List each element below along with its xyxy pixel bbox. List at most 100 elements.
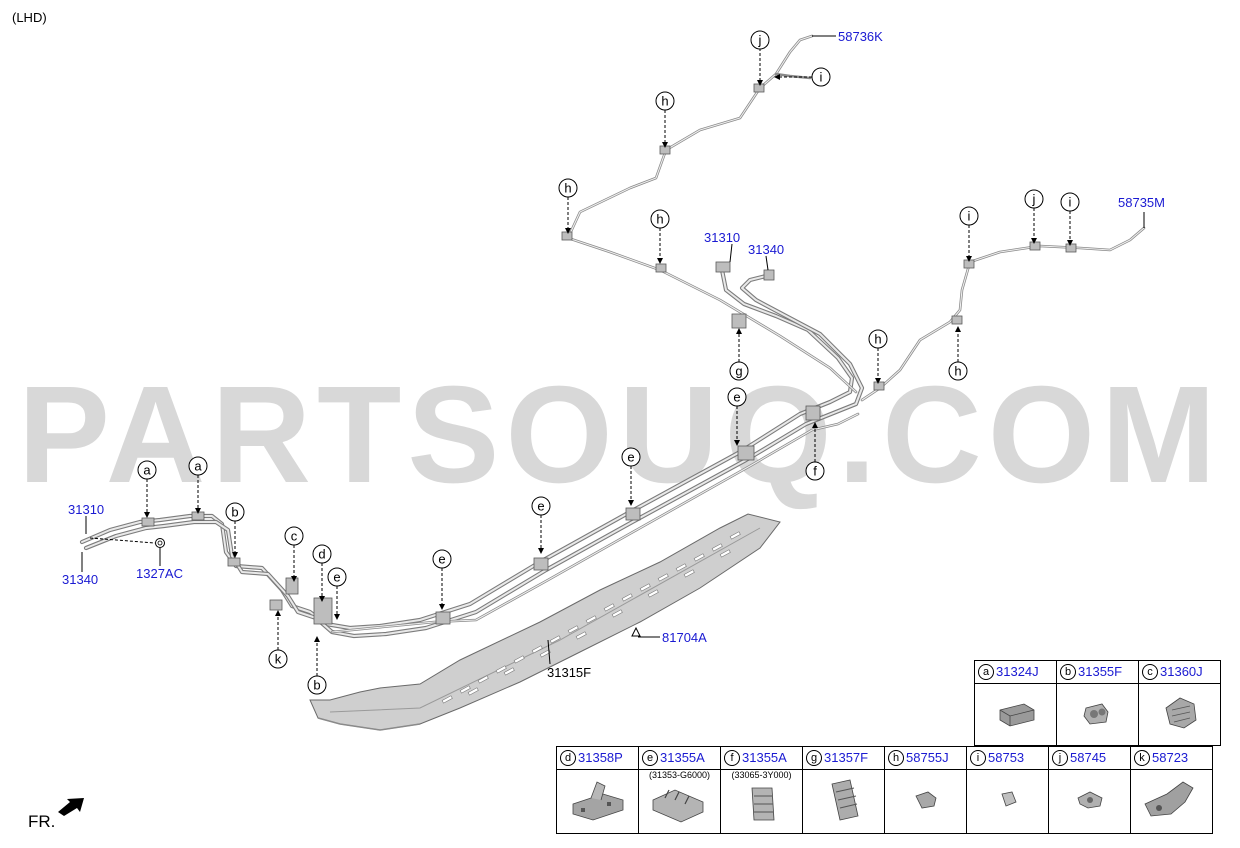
svg-text:i: i — [1069, 195, 1072, 210]
callout-j-top: j — [750, 30, 770, 50]
callout-e-3: e — [531, 496, 551, 516]
legend-part-number: 31360J — [1160, 664, 1203, 679]
callout-k: k — [268, 649, 288, 669]
line-clips — [141, 83, 1077, 625]
svg-text:h: h — [564, 181, 571, 196]
callout-h-4: h — [868, 329, 888, 349]
svg-text:h: h — [656, 212, 663, 227]
main-fuel-lines[interactable] — [79, 267, 865, 639]
legend-part-number: 58755J — [906, 750, 949, 765]
part-label-1327AC[interactable]: 1327AC — [136, 566, 183, 581]
callout-g: g — [729, 361, 749, 381]
callout-c: c — [284, 526, 304, 546]
legend-e-subtitle: (31353-G6000) — [648, 770, 711, 780]
callout-e-5: e — [327, 567, 347, 587]
clip-g-icon — [802, 769, 885, 834]
svg-text:e: e — [438, 552, 445, 567]
legend-part-number: 31355F — [1078, 664, 1123, 679]
legend-part-number: 31357F — [824, 750, 869, 765]
part-label-31310-left[interactable]: 31310 — [68, 502, 104, 517]
svg-text:a: a — [143, 463, 151, 478]
clip-81704A-part[interactable] — [631, 626, 641, 637]
callout-f: f — [805, 461, 825, 481]
legend-part-number: 31355A — [660, 750, 705, 765]
legend-f-subtitle: (33065-3Y000) — [731, 770, 792, 780]
legend-part-number: 31324J — [996, 664, 1039, 679]
brake-lines[interactable] — [566, 34, 1146, 402]
svg-text:h: h — [954, 364, 961, 379]
callout-b-2: b — [307, 675, 327, 695]
clip-c-icon — [1138, 683, 1221, 746]
svg-text:a: a — [194, 459, 202, 474]
clip-b-icon — [1056, 683, 1139, 746]
callout-e-4: e — [432, 549, 452, 569]
svg-text:i: i — [968, 209, 971, 224]
callout-h-2: h — [558, 178, 578, 198]
svg-text:c: c — [291, 529, 298, 544]
svg-text:k: k — [275, 652, 282, 667]
clip-k-icon — [1130, 769, 1213, 834]
direction-label: FR. — [28, 812, 56, 831]
callout-h-1: h — [655, 91, 675, 111]
legend-part-number: 31355A — [742, 750, 787, 765]
variant-label: (LHD) — [12, 10, 47, 25]
callout-i-right: i — [959, 206, 979, 226]
leader-lines — [81, 35, 1145, 676]
part-label-31315F[interactable]: 31315F — [547, 665, 591, 680]
callout-a-2: a — [188, 456, 208, 476]
svg-text:b: b — [313, 678, 320, 693]
callout-i-right-2: i — [1060, 192, 1080, 212]
callout-i-top: i — [811, 67, 831, 87]
callout-h-5: h — [948, 361, 968, 381]
svg-text:j: j — [758, 33, 762, 48]
callout-e-2: e — [621, 447, 641, 467]
part-label-31340-top[interactable]: 31340 — [748, 242, 784, 257]
part-label-31340-left[interactable]: 31340 — [62, 572, 98, 587]
heat-shield-part[interactable] — [309, 513, 781, 731]
clip-j-icon — [1048, 769, 1131, 834]
leader-arrowheads — [144, 74, 1073, 642]
front-arrow-icon — [58, 798, 84, 816]
svg-text:h: h — [874, 332, 881, 347]
svg-text:e: e — [333, 570, 340, 585]
clip-f-icon: (33065-3Y000) — [720, 769, 803, 834]
svg-text:f: f — [813, 464, 817, 479]
part-label-31310-top[interactable]: 31310 — [704, 230, 740, 245]
callout-d: d — [312, 544, 332, 564]
clip-h-icon — [884, 769, 967, 834]
grommet-part[interactable] — [155, 538, 165, 548]
clip-d-icon — [556, 769, 639, 834]
legend-part-number: 58723 — [1152, 750, 1189, 765]
legend-part-number: 31358P — [578, 750, 623, 765]
legend-part-number: 58745 — [1070, 750, 1107, 765]
svg-text:e: e — [733, 390, 740, 405]
part-label-81704A[interactable]: 81704A — [662, 630, 707, 645]
clip-e-icon: (31353-G6000) — [638, 769, 721, 834]
legend-part-number: 58753 — [988, 750, 1025, 765]
part-label-58735M[interactable]: 58735M — [1118, 195, 1165, 210]
svg-text:b: b — [231, 505, 238, 520]
part-label-58736K[interactable]: 58736K — [838, 29, 883, 44]
svg-text:e: e — [537, 499, 544, 514]
callout-h-3: h — [650, 209, 670, 229]
clip-i-icon — [966, 769, 1049, 834]
callout-j-right: j — [1024, 189, 1044, 209]
svg-text:e: e — [627, 450, 634, 465]
callout-a-1: a — [137, 460, 157, 480]
callout-b-1: b — [225, 502, 245, 522]
callout-e-1: e — [727, 387, 747, 407]
